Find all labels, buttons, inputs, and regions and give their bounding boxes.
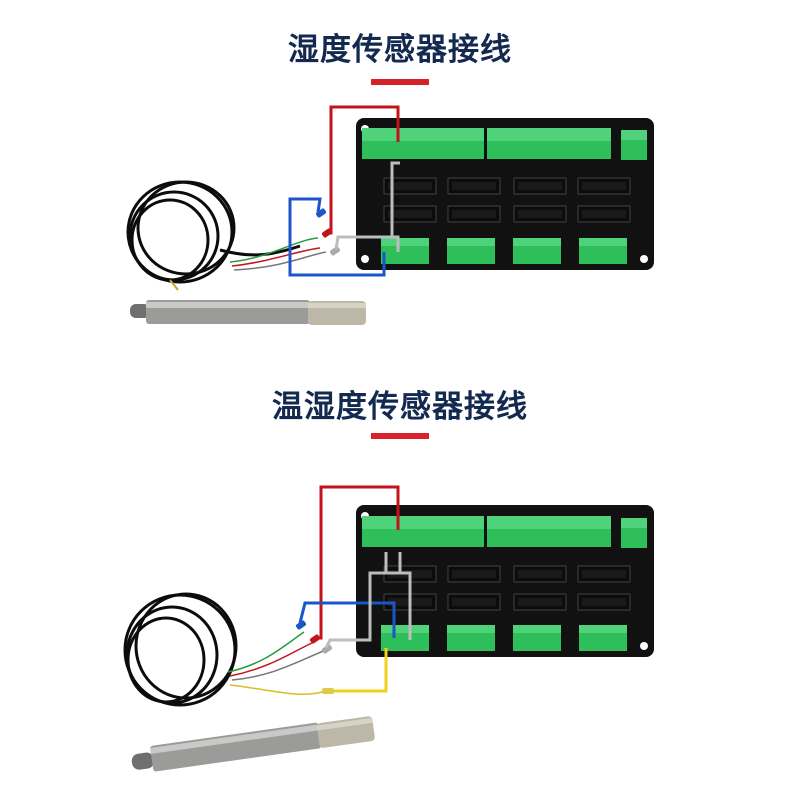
top-terminal-block-a bbox=[362, 128, 484, 159]
gray-wire-2a bbox=[324, 571, 412, 649]
gray-lug-2 bbox=[321, 644, 333, 654]
sensor-leads-2 bbox=[227, 631, 331, 695]
yellow-wire bbox=[334, 648, 388, 693]
title-accent-bar-2 bbox=[371, 433, 429, 439]
controller-board bbox=[356, 118, 654, 270]
red-wire-2 bbox=[315, 485, 400, 640]
bottom-terminal-block-2-2 bbox=[447, 625, 495, 651]
blue-wire bbox=[288, 197, 386, 277]
top-terminal-block-b-2 bbox=[487, 516, 611, 547]
bottom-terminal-block-1 bbox=[381, 238, 429, 264]
humidity-wiring-diagram bbox=[126, 105, 654, 325]
top-terminal-block-b bbox=[487, 128, 611, 159]
temp-humidity-wiring-diagram bbox=[123, 485, 654, 772]
diagram-title-temp-humidity: 温湿度传感器接线 bbox=[272, 389, 528, 425]
bottom-terminal-block-2 bbox=[447, 238, 495, 264]
yellow-lug-2 bbox=[322, 688, 334, 694]
power-terminal-block-2 bbox=[621, 518, 647, 548]
title-accent-bar bbox=[371, 79, 429, 85]
top-terminal-block-a-2 bbox=[362, 516, 484, 547]
blue-lug bbox=[315, 208, 327, 218]
sensor-probe-icon bbox=[130, 300, 366, 325]
bottom-terminal-block-3-2 bbox=[513, 625, 561, 651]
diagram-title-humidity: 湿度传感器接线 bbox=[288, 32, 512, 68]
controller-board-2 bbox=[356, 505, 654, 657]
blue-lug-2 bbox=[295, 620, 307, 630]
bottom-terminal-block-3 bbox=[513, 238, 561, 264]
cable-coil-icon bbox=[126, 180, 301, 284]
bottom-terminal-block-4-2 bbox=[579, 625, 627, 651]
power-terminal-block bbox=[621, 130, 647, 160]
blue-wire-2 bbox=[298, 601, 396, 638]
gray-wire-2 bbox=[392, 235, 400, 252]
bottom-terminal-block-1-2 bbox=[381, 625, 429, 651]
cable-coil-icon-2 bbox=[123, 592, 238, 707]
red-wire bbox=[327, 105, 400, 235]
bottom-terminal-block-4 bbox=[579, 238, 627, 264]
sensor-probe-icon-2 bbox=[131, 716, 375, 772]
sensor-leads bbox=[169, 237, 327, 291]
